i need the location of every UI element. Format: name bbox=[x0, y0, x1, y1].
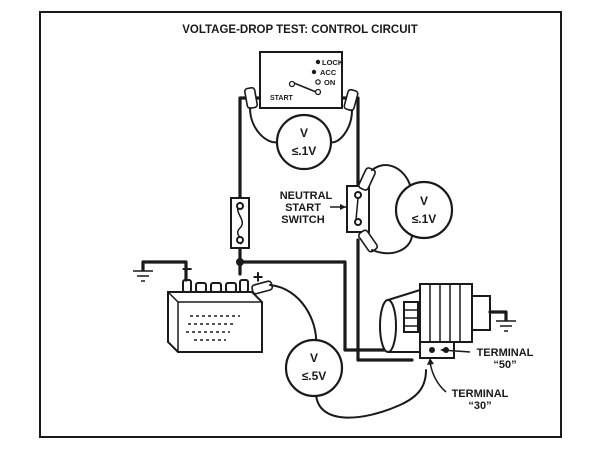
control-wire-to-starter bbox=[356, 238, 414, 362]
neutral-label-line2: START bbox=[285, 202, 321, 214]
diagram-frame bbox=[39, 11, 562, 438]
meter-neutral-unit: V bbox=[420, 194, 428, 208]
meter-battery-lead-bottom bbox=[315, 369, 427, 419]
neutral-start-switch bbox=[346, 185, 370, 233]
diagram-title: VOLTAGE-DROP TEST: CONTROL CIRCUIT bbox=[182, 24, 418, 36]
meter-ignition-reading: ≤.1V bbox=[292, 144, 317, 158]
terminal-30-label-line1: TERMINAL bbox=[452, 388, 509, 400]
meter-neutral-lead-bottom bbox=[371, 235, 413, 255]
meter-ignition: V ≤.1V bbox=[275, 113, 333, 171]
fuse bbox=[230, 197, 250, 249]
meter-neutral: V ≤.1V bbox=[394, 180, 454, 240]
junction-dot bbox=[236, 258, 244, 266]
terminal-50-arrow bbox=[440, 347, 471, 353]
neutral-label-line1: NEUTRAL bbox=[280, 190, 333, 202]
meter-ignition-unit: V bbox=[300, 126, 308, 140]
meter-ignition-lead-left bbox=[249, 107, 279, 144]
meter-battery-lead-top bbox=[269, 284, 318, 346]
terminal-50-label-line1: TERMINAL bbox=[477, 347, 534, 359]
meter-neutral-reading: ≤.1V bbox=[412, 212, 437, 226]
neutral-label-line3: SWITCH bbox=[281, 214, 324, 226]
battery-ground-symbol bbox=[133, 270, 153, 282]
meter-battery: V ≤.5V bbox=[284, 338, 344, 398]
meter-battery-reading: ≤.5V bbox=[302, 369, 327, 383]
starter-ground-symbol bbox=[496, 320, 516, 332]
meter-neutral-lead-top bbox=[371, 164, 411, 186]
ignition-switch: LOCK ACC ON START bbox=[259, 51, 344, 109]
battery-ground-wire bbox=[141, 260, 188, 282]
neutral-clip-top bbox=[358, 167, 376, 191]
ignition-clip-right bbox=[343, 88, 359, 112]
ignition-clip-left bbox=[244, 86, 258, 110]
battery-pos-symbol: + bbox=[253, 267, 264, 287]
terminal-50-label-line2: “50” bbox=[493, 359, 516, 371]
ign-acc-label: ACC bbox=[320, 68, 337, 77]
ign-on-label: ON bbox=[324, 78, 335, 87]
terminal-30-label-line2: “30” bbox=[468, 400, 491, 412]
ign-start-label: START bbox=[270, 95, 294, 102]
battery bbox=[167, 279, 263, 353]
neutral-clip-bottom bbox=[357, 229, 379, 253]
terminal-30-arrow bbox=[427, 358, 447, 393]
meter-ignition-lead-right bbox=[329, 109, 353, 144]
starter-motor bbox=[379, 283, 491, 359]
starter-ground-wire bbox=[488, 310, 508, 322]
ign-lock-label: LOCK bbox=[322, 58, 344, 67]
meter-battery-unit: V bbox=[310, 351, 318, 365]
control-wire-right bbox=[338, 96, 360, 192]
neutral-label-arrow bbox=[330, 204, 346, 210]
